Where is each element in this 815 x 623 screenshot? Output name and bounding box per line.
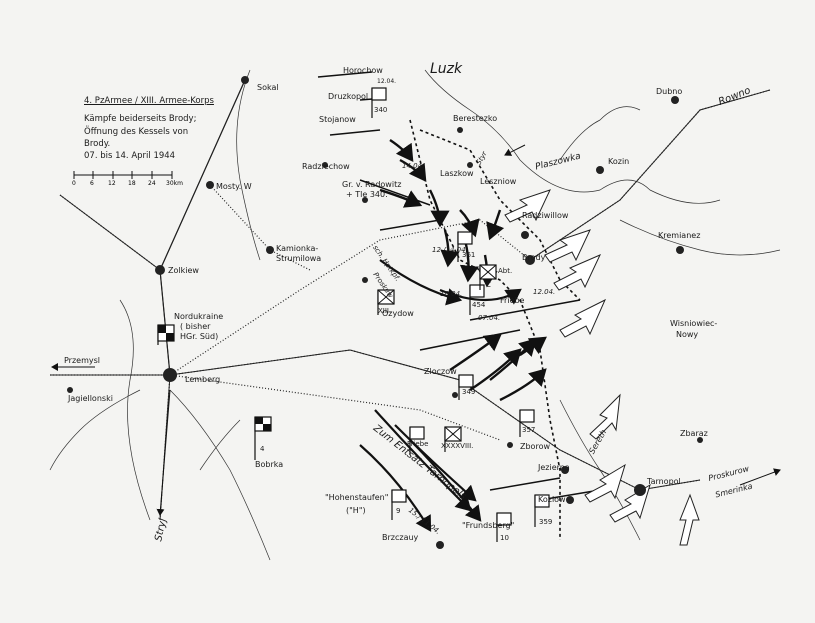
label-kamionka: Kamionka- bbox=[276, 244, 319, 253]
label-kozlow: Kozlow bbox=[538, 495, 566, 504]
checker-flags bbox=[158, 325, 271, 431]
label-brody: Brody bbox=[522, 253, 546, 262]
label-zborow: Zborow bbox=[520, 442, 551, 451]
label-brzezany: Brzczauy bbox=[382, 533, 419, 542]
label-horochow: Horochow bbox=[343, 66, 383, 75]
scale-30: 30km bbox=[166, 180, 183, 187]
date-0704: 07.04. bbox=[478, 314, 501, 322]
label-wisniowiec: Wisniowiec- bbox=[670, 319, 718, 328]
scale-24: 24 bbox=[148, 180, 156, 187]
unit-crosses bbox=[377, 264, 497, 442]
unit-xxxxviii: XXXXVIII. bbox=[441, 442, 474, 450]
label-jezierna: Jezierna bbox=[538, 463, 570, 472]
label-radziechow: Radziechow bbox=[302, 162, 350, 171]
label-bobrka: Bobrka bbox=[255, 460, 284, 469]
label-przemysl: Przemysl bbox=[64, 356, 101, 365]
label-kozin: Kozin bbox=[608, 157, 630, 166]
label-grv-radowitz: Gr. v. Radowitz bbox=[342, 180, 402, 189]
scale-18: 18 bbox=[128, 180, 136, 187]
label-dubno: Dubno bbox=[656, 87, 683, 96]
label-horochow-date: 12.04. bbox=[377, 78, 397, 85]
unit-abt: Abt. bbox=[498, 267, 513, 275]
unit-xiii: XIII. bbox=[378, 307, 392, 315]
legend-line3: Brody. bbox=[84, 138, 111, 149]
label-kremianez: Kremianez bbox=[658, 231, 701, 240]
legend-title: 4. PzArmee / XIII. Armee-Korps bbox=[84, 96, 214, 106]
unit-454: 454 bbox=[472, 301, 486, 309]
town-markers bbox=[67, 76, 703, 549]
legend-line4: 07. bis 14. April 1944 bbox=[84, 151, 176, 162]
legend-line2: Öffnung des Kessels von bbox=[84, 126, 189, 137]
label-hohenstaufen2: ("H") bbox=[346, 506, 366, 515]
date-1214: 12./14.04. bbox=[432, 246, 468, 254]
label-jagiellonski: Jagiellonski bbox=[68, 394, 113, 403]
label-wisniowiec2: Nowy bbox=[676, 330, 699, 339]
label-zloczow: Zloczow bbox=[424, 367, 457, 376]
unit-357: 357 bbox=[522, 426, 536, 434]
label-ozydow: Ozydow bbox=[382, 309, 414, 318]
date-1004: 10.04. bbox=[440, 290, 463, 298]
label-kamionka2: Strumilowa bbox=[276, 254, 322, 263]
unit-4: 4 bbox=[260, 445, 265, 453]
hollow-arrows bbox=[504, 189, 700, 546]
label-radziwillow: Radziwillow bbox=[522, 211, 569, 220]
unit-361: 361 bbox=[462, 251, 476, 259]
scale-0: 0 bbox=[72, 180, 76, 187]
unit-340: 340 bbox=[374, 106, 388, 114]
unit-359: 359 bbox=[539, 518, 553, 526]
route-arrows bbox=[51, 144, 781, 516]
date-1204: 12.04. bbox=[533, 288, 556, 296]
relief-arrows bbox=[359, 259, 522, 532]
label-mosty: Mosty. W bbox=[216, 182, 252, 191]
date-1404: 14.04. bbox=[402, 162, 425, 170]
soviet-arrows bbox=[379, 139, 547, 402]
label-sokal: Sokal bbox=[257, 83, 279, 92]
label-tle340: + Tle 340. bbox=[346, 190, 388, 199]
label-frundsberg: "Frundsberg" bbox=[462, 521, 515, 530]
label-berestezko: Berestezko bbox=[453, 114, 498, 123]
unit-friebe-1: Friebe bbox=[407, 440, 429, 448]
label-laszkow: Laszkow bbox=[440, 169, 474, 178]
label-hohenstaufen: "Hohenstaufen" bbox=[325, 493, 389, 502]
legend-line1: Kämpfe beiderseits Brody; bbox=[84, 114, 197, 125]
label-lemberg: Lemberg bbox=[185, 375, 221, 384]
scale-bar bbox=[73, 171, 173, 179]
label-nordukraine2: ( bisher bbox=[180, 322, 211, 331]
label-zolkiew: Zolkiew bbox=[168, 266, 199, 275]
label-nordukraine3: HGr. Süd) bbox=[180, 332, 219, 341]
label-druzkopol: Druzkopol bbox=[328, 92, 369, 101]
unit-10: 10 bbox=[500, 534, 509, 542]
scale-6: 6 bbox=[90, 180, 94, 187]
unit-349: 349 bbox=[462, 388, 476, 396]
unit-9: 9 bbox=[396, 507, 401, 515]
label-tarnopol: Tarnopol bbox=[647, 477, 681, 486]
label-nordukraine: Nordukraine bbox=[174, 312, 224, 321]
map-legend: 4. PzArmee / XIII. Armee-Korps Kämpfe be… bbox=[84, 95, 249, 163]
label-stojanow: Stojanow bbox=[319, 115, 356, 124]
unit-c: C bbox=[486, 281, 491, 289]
unit-friebe-2: Friebe bbox=[500, 296, 525, 305]
scale-12: 12 bbox=[108, 180, 116, 187]
label-zbaraz: Zbaraz bbox=[680, 429, 708, 438]
label-leszniow: Leszniow bbox=[480, 177, 517, 186]
label-luzk: Luzk bbox=[430, 61, 463, 77]
